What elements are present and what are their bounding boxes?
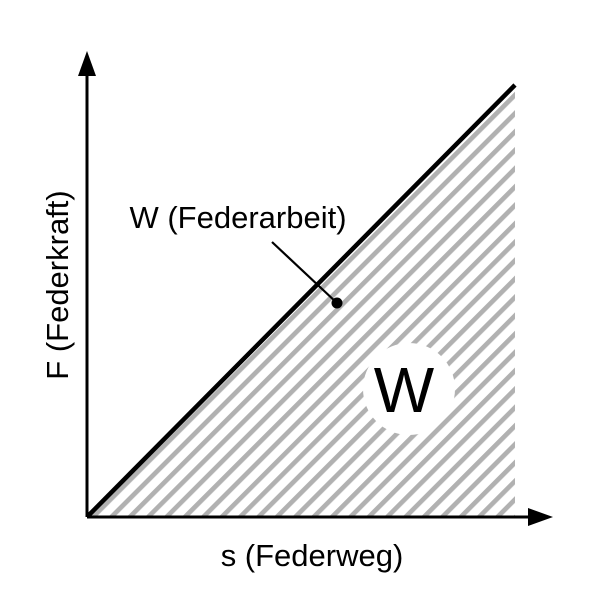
annotation-point [331,297,343,309]
annotation-leader-line [271,241,338,304]
work-symbol-badge [363,343,455,435]
work-area-symbol: W [374,354,435,426]
spring-characteristic-line [85,83,517,519]
x-axis-label: s (Federweg) [221,538,404,573]
x-axis-arrowhead-icon [528,508,553,526]
work-annotation-label: W (Federarbeit) [129,200,346,235]
y-axis-arrowhead-icon [78,51,96,76]
y-axis-label: F (Federkraft) [40,190,75,379]
